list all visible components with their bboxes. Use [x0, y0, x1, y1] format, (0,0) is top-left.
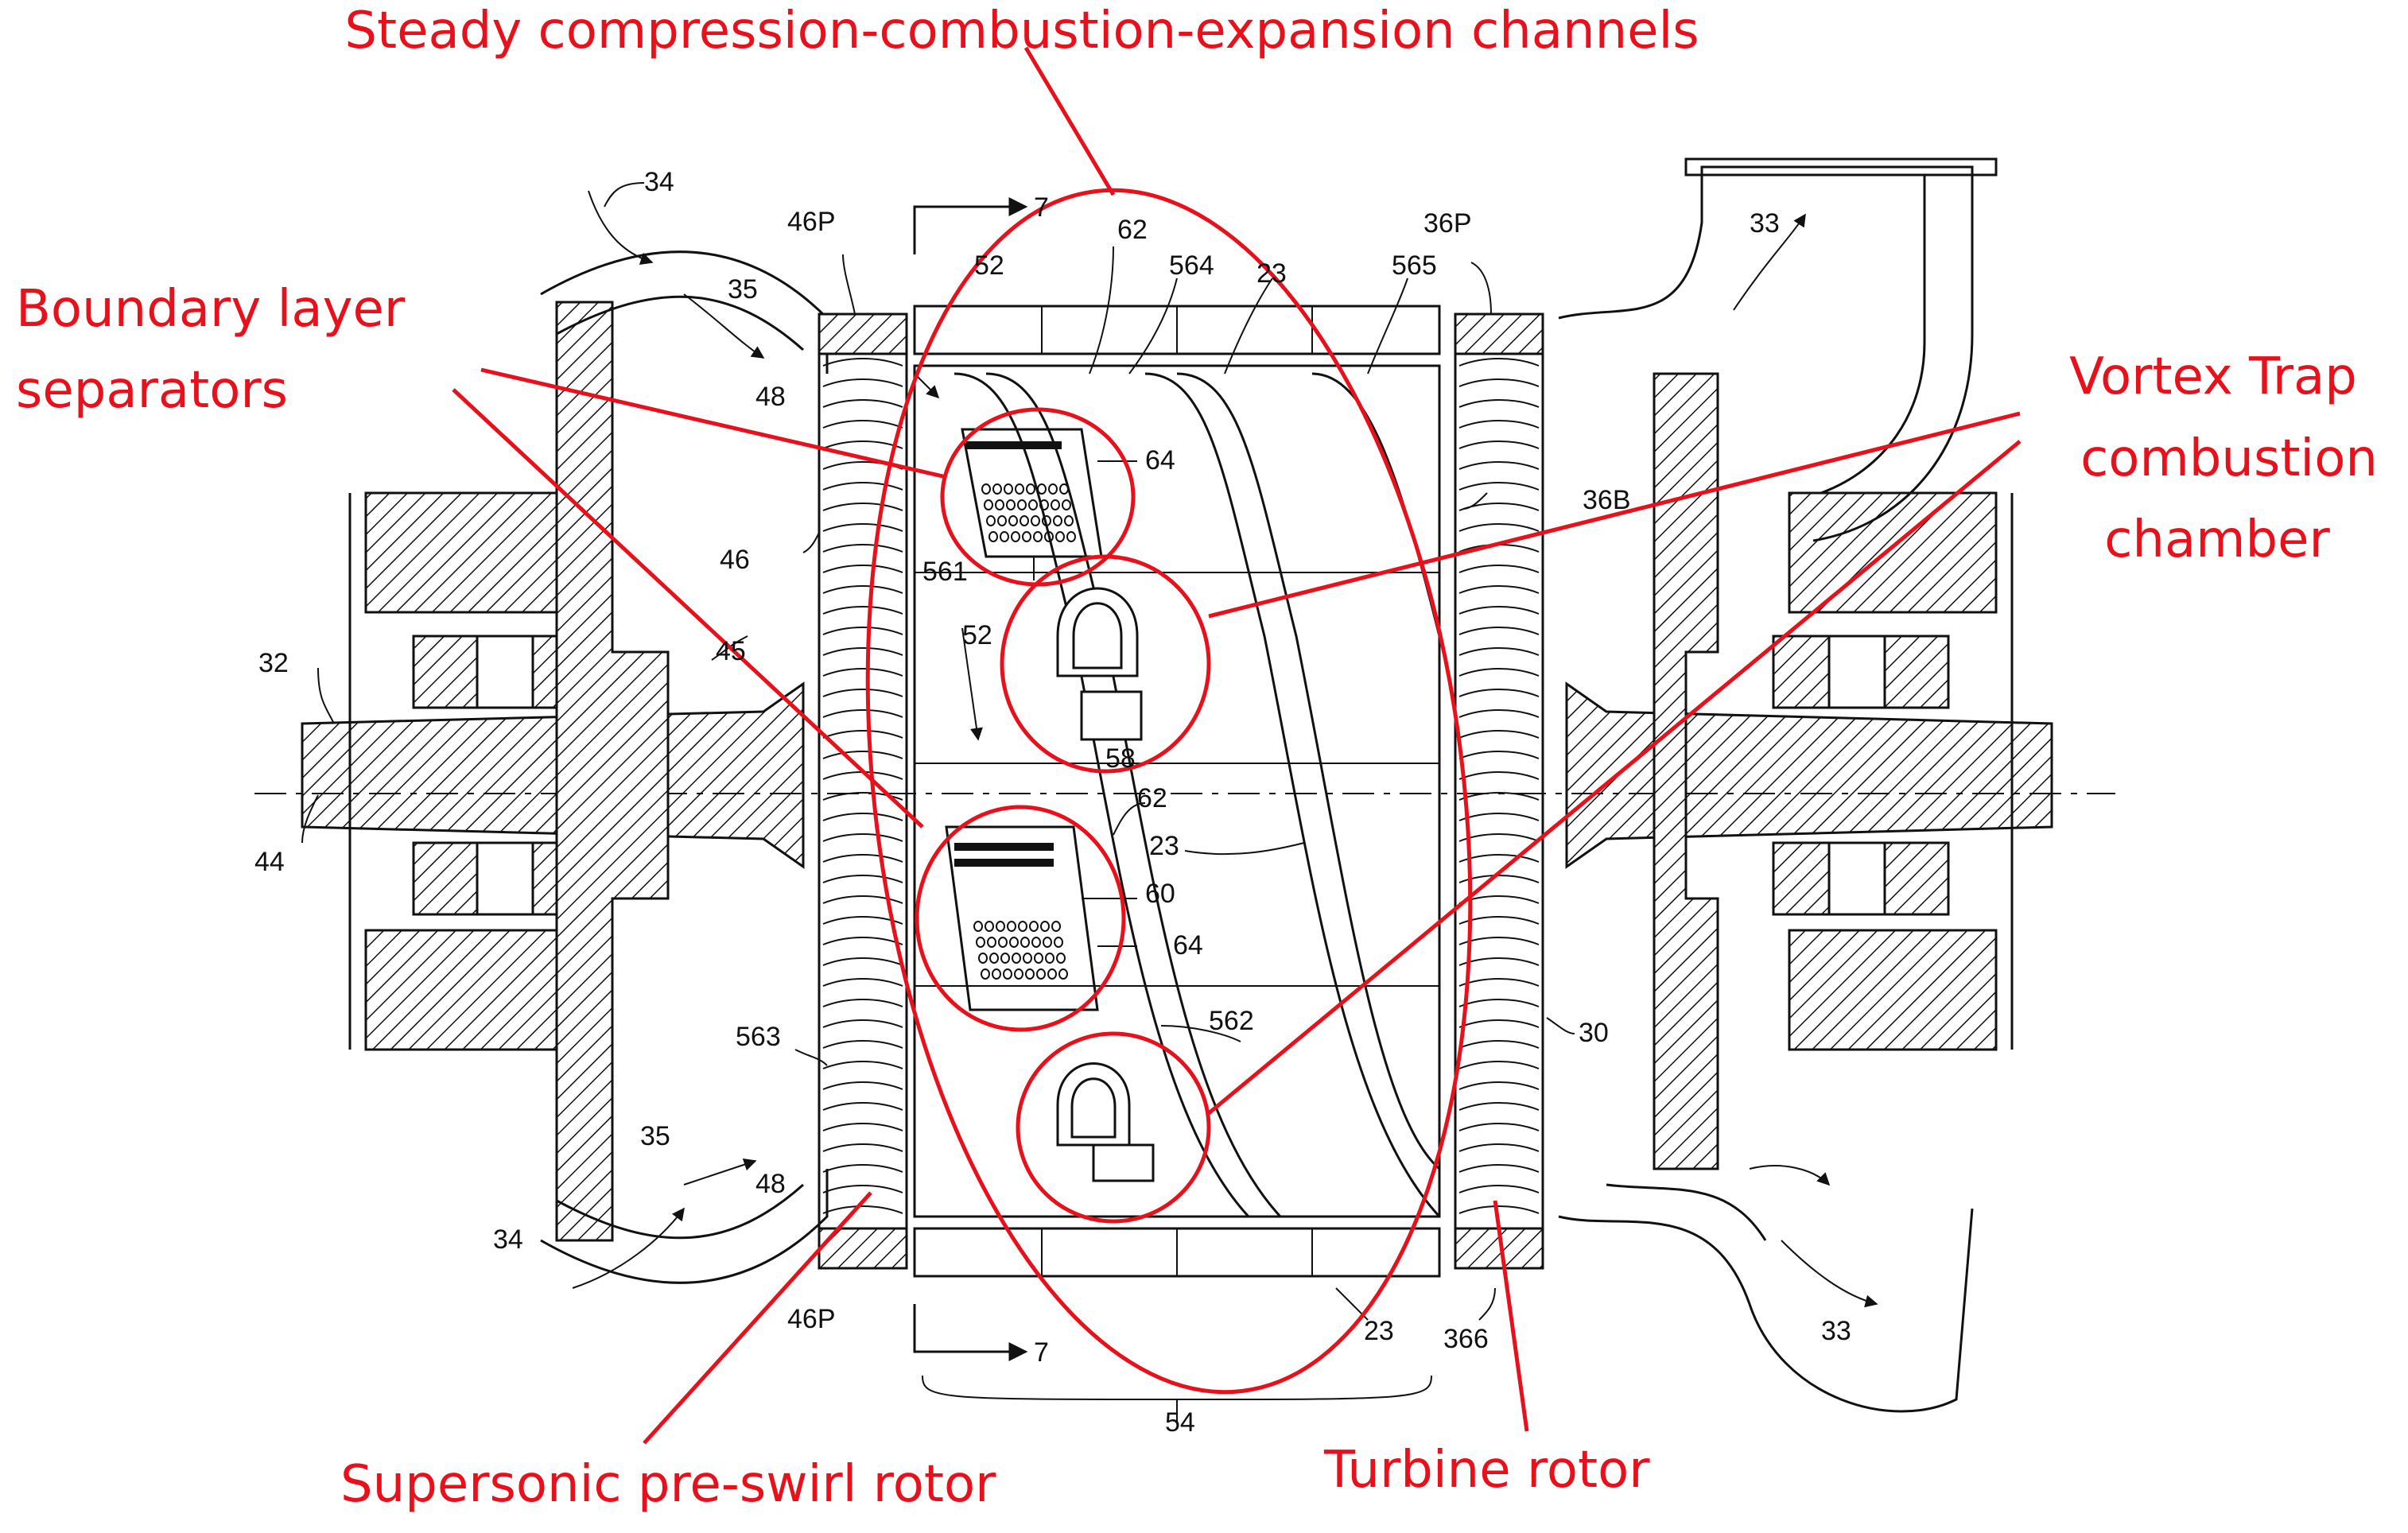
ref-35-bot: 35 [640, 1121, 670, 1151]
ref-7-bot: 7 [1034, 1337, 1049, 1368]
annotation-channels: Steady compression-combustion-expansion … [344, 2, 1699, 60]
right-bearing-housing [1653, 372, 2014, 1170]
ref-366: 366 [1443, 1324, 1489, 1354]
ref-35-top: 35 [728, 274, 758, 305]
vortex-circle-upper [1000, 554, 1211, 774]
ref-52-mid: 52 [962, 620, 992, 650]
ref-32: 32 [258, 648, 289, 678]
ref-34-bot: 34 [493, 1224, 523, 1255]
ref-64-mid: 64 [1173, 930, 1203, 961]
annotation-vortex-2: combustion [2080, 429, 2378, 488]
boundary-separator-lower [945, 825, 1099, 1011]
ref-30: 30 [1579, 1018, 1609, 1048]
ref-48-bot: 48 [755, 1169, 786, 1199]
reference-numbers: 34 35 46P 48 7 52 62 564 23 565 36P 33 6… [254, 167, 1851, 1438]
vortex-trap-upper [1056, 587, 1143, 741]
ref-36p: 36P [1423, 208, 1472, 239]
ref-563: 563 [736, 1022, 781, 1052]
ref-52-top: 52 [974, 250, 1004, 281]
ref-565: 565 [1392, 250, 1437, 281]
inlet-scroll [540, 190, 829, 1289]
ref-7-top: 7 [1034, 192, 1049, 223]
annotation-supersonic: Supersonic pre-swirl rotor [340, 1455, 996, 1514]
ref-23-mid: 23 [1149, 831, 1179, 861]
left-bearing-housing [348, 301, 670, 1242]
annotation-vortex-3: chamber [2104, 510, 2330, 569]
ref-44: 44 [254, 847, 285, 877]
ref-562: 562 [1209, 1006, 1254, 1036]
channels-ellipse [865, 188, 1473, 1395]
red-annotations [452, 46, 2022, 1445]
section-markers [913, 197, 1432, 1423]
annotation-boundary-2: separators [16, 361, 288, 420]
annotation-boundary-1: Boundary layer [16, 280, 406, 339]
pre-swirl-rotor [818, 352, 908, 1230]
separator-circle-lower [915, 805, 1126, 1032]
vortex-circle-lower [1016, 1031, 1211, 1224]
turbine-rotor-blades [1454, 352, 1544, 1230]
ref-64-top: 64 [1145, 445, 1175, 475]
vortex-trap-lower [1056, 1062, 1155, 1182]
annotation-turbine: Turbine rotor [1323, 1441, 1650, 1500]
annotation-vortex-1: Vortex Trap [2069, 347, 2357, 406]
ref-36b: 36B [1583, 485, 1631, 515]
ref-561: 561 [922, 557, 968, 587]
ref-33-bot: 33 [1821, 1316, 1851, 1346]
ref-46p-bot: 46P [787, 1304, 836, 1334]
exhaust-scroll [1558, 157, 1998, 1413]
ref-33-top: 33 [1750, 208, 1780, 239]
ref-46p-top: 46P [787, 207, 836, 237]
ref-58: 58 [1105, 743, 1136, 774]
ref-62-mid: 62 [1137, 783, 1167, 813]
ref-60: 60 [1145, 879, 1175, 909]
ref-564: 564 [1169, 250, 1214, 281]
ref-34-top: 34 [644, 167, 674, 197]
ref-46: 46 [720, 545, 750, 575]
ref-54: 54 [1165, 1407, 1195, 1438]
ref-23-top: 23 [1256, 258, 1287, 289]
ref-23-bot: 23 [1364, 1316, 1394, 1346]
outer-casing [818, 305, 1544, 1278]
helical-channel-drum [913, 364, 1441, 1218]
main-shaft [254, 681, 2115, 869]
ref-48-top: 48 [755, 382, 786, 412]
ref-45: 45 [716, 636, 746, 666]
ref-62-top: 62 [1117, 215, 1148, 245]
